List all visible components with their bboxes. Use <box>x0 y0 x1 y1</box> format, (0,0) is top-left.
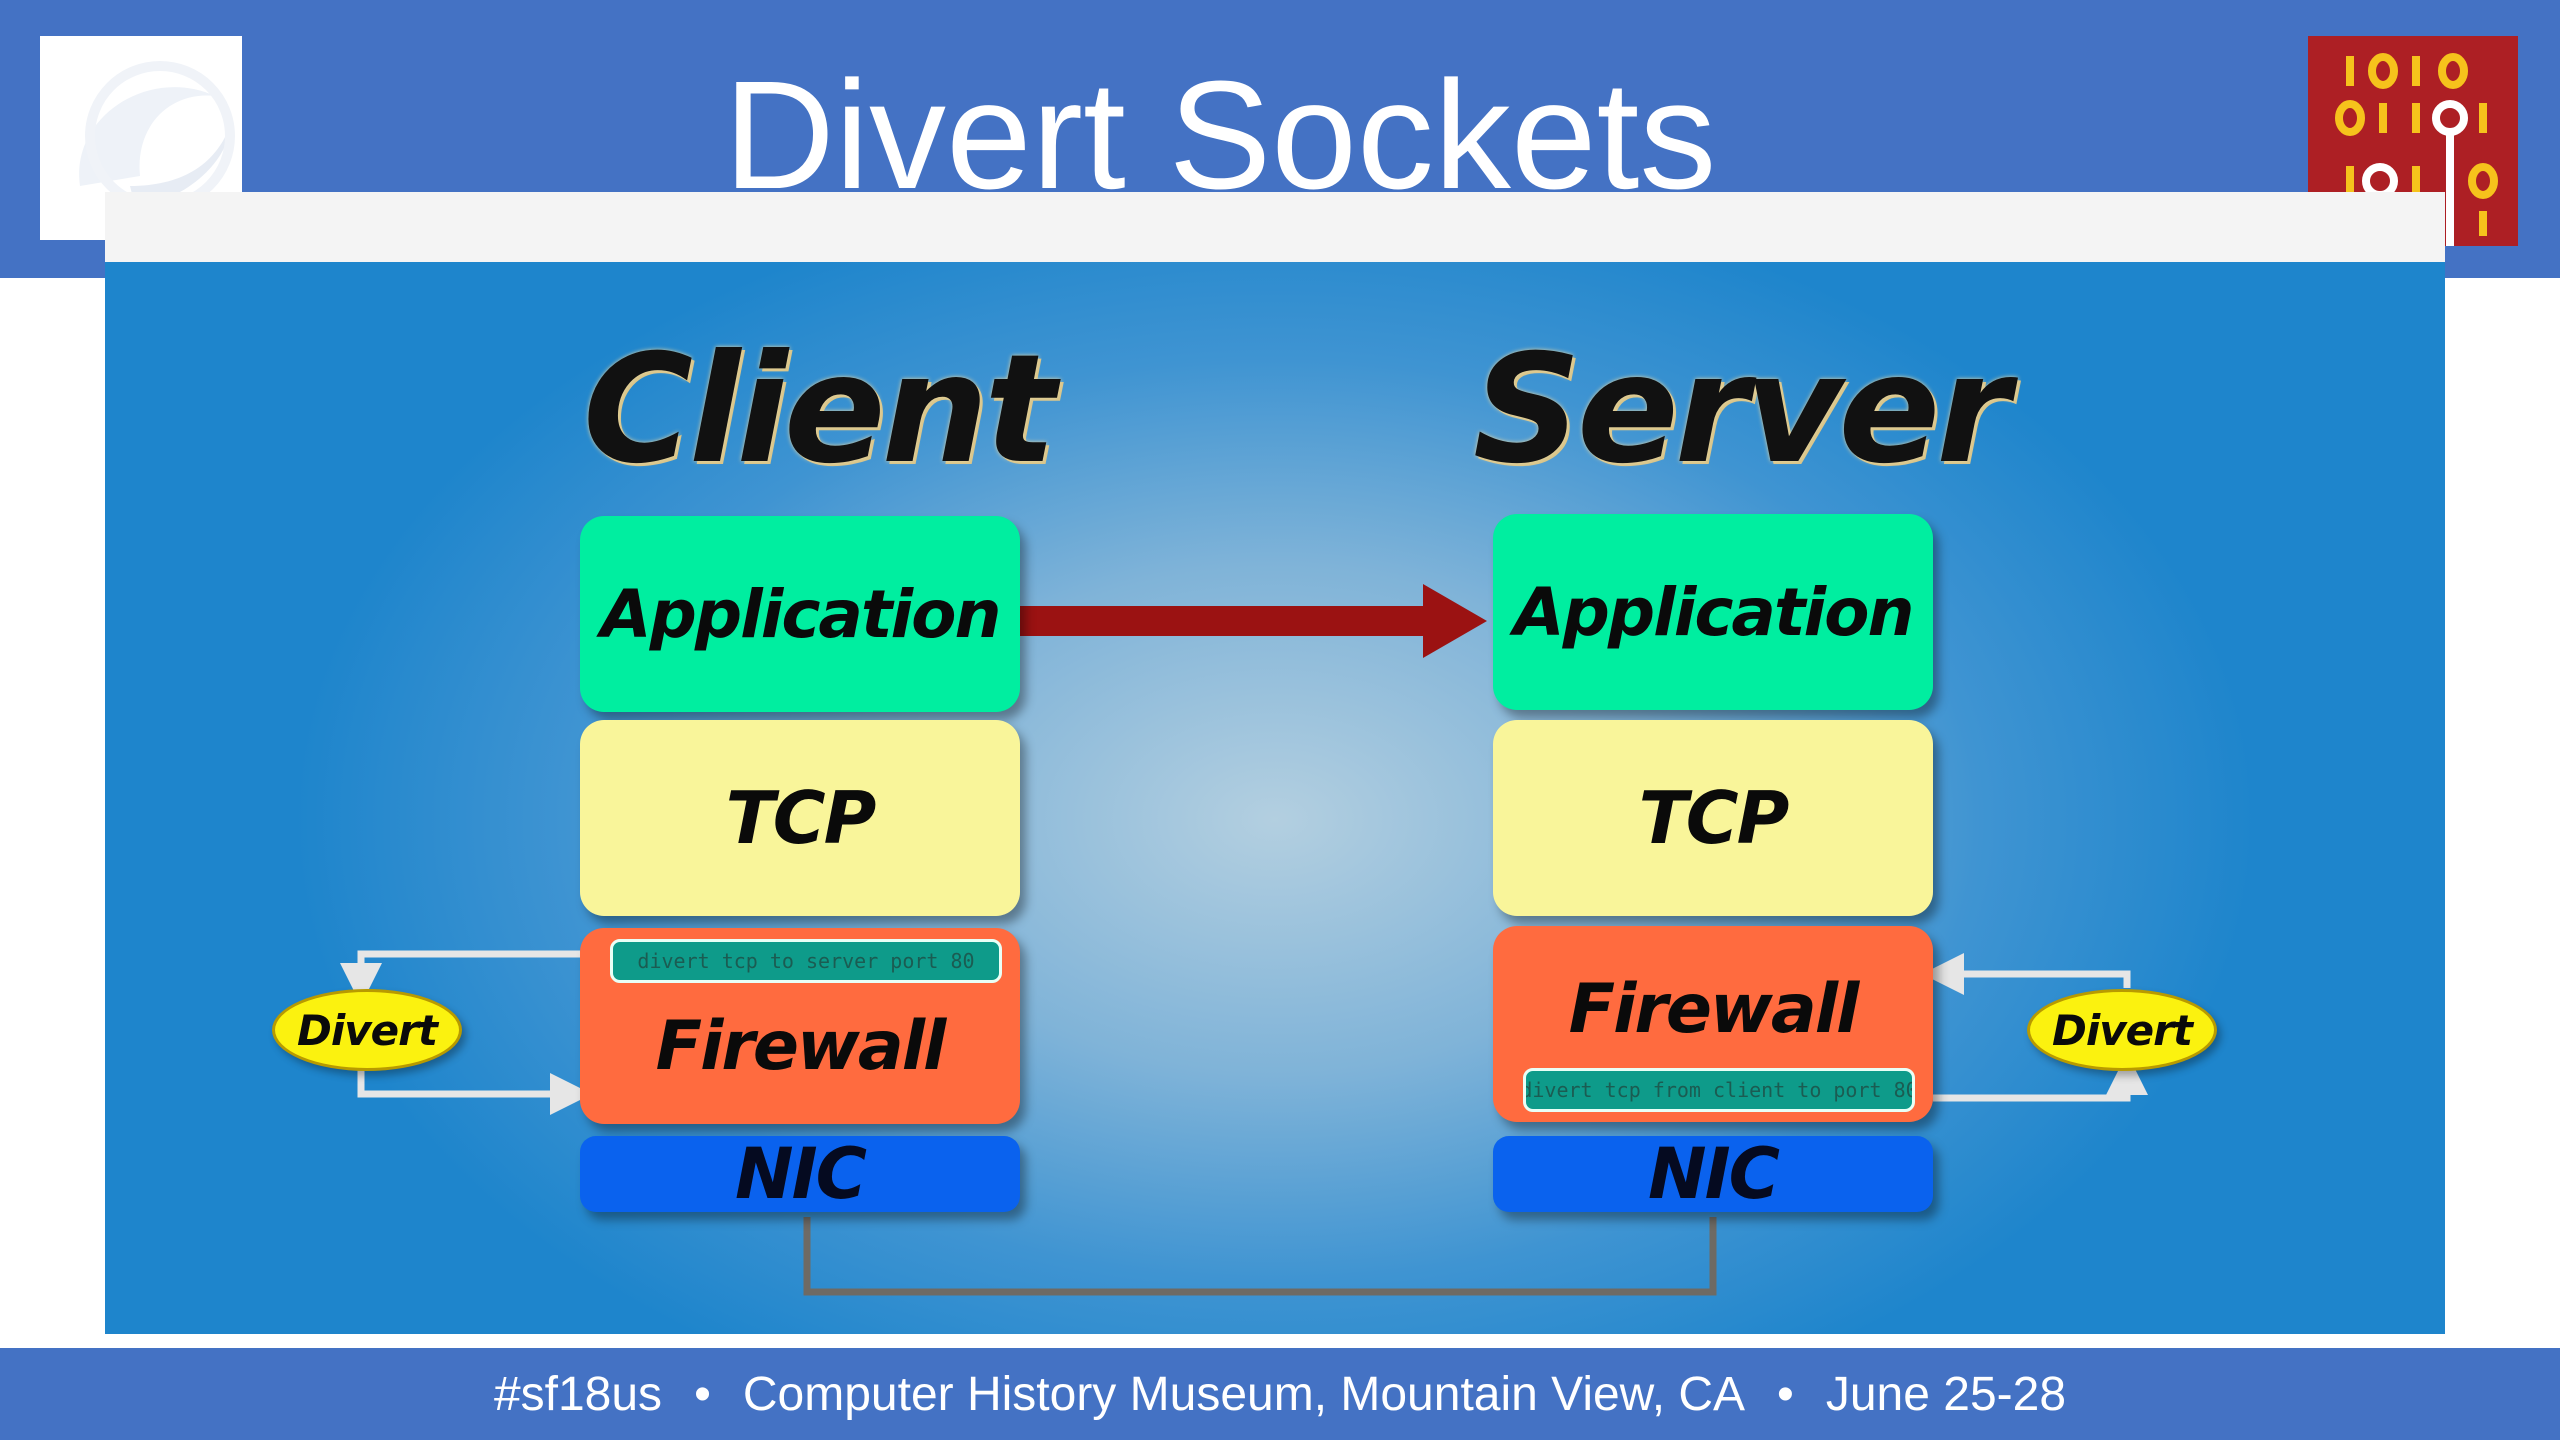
footer-venue: Computer History Museum, Mountain View, … <box>742 1367 1746 1421</box>
client-divert-badge: Divert <box>272 989 462 1071</box>
server-divert-label: Divert <box>2052 1005 2193 1055</box>
client-tcp-layer: TCP <box>580 720 1020 916</box>
client-application-layer: Application <box>580 516 1020 712</box>
client-divert-loop <box>340 950 592 1115</box>
client-application-label: Application <box>600 575 1002 653</box>
diagram-slide: Client Server Application TCP Firewall d… <box>105 262 2445 1334</box>
diagram-connectors <box>340 584 2148 1296</box>
client-tcp-label: TCP <box>725 776 877 860</box>
server-firewall-rule: divert tcp from client to port 80 <box>1523 1068 1915 1112</box>
client-heading: Client <box>583 323 1056 497</box>
client-firewall-rule: divert tcp to server port 80 <box>610 939 1002 983</box>
server-divert-loop <box>1922 953 2148 1102</box>
server-divert-badge: Divert <box>2027 989 2217 1071</box>
client-divert-label: Divert <box>297 1005 438 1055</box>
divert-sockets-diagram: Client Server Application TCP Firewall d… <box>105 262 2445 1334</box>
footer-separator: • <box>1777 1367 1794 1421</box>
server-nic-label: NIC <box>1647 1133 1780 1215</box>
footer-hashtag: #sf18us <box>493 1367 663 1421</box>
network-wire <box>803 1217 1717 1296</box>
client-nic-label: NIC <box>734 1133 867 1215</box>
footer-text: #sf18us • Computer History Museum, Mountai… <box>494 1367 2066 1422</box>
server-heading: Server <box>1473 323 2010 497</box>
footer-bar: #sf18us • Computer History Museum, Mountai… <box>0 1348 2560 1440</box>
server-tcp-label: TCP <box>1638 776 1790 860</box>
client-nic-layer: NIC <box>580 1133 1020 1215</box>
slide-frame-top <box>105 192 2445 262</box>
server-firewall-label: Firewall <box>1568 969 1860 1049</box>
server-tcp-layer: TCP <box>1493 720 1933 916</box>
footer-separator: • <box>694 1367 711 1421</box>
application-arrow <box>1020 584 1487 658</box>
server-application-layer: Application <box>1493 514 1933 710</box>
server-application-label: Application <box>1513 573 1915 651</box>
client-firewall-label: Firewall <box>655 1006 947 1086</box>
footer-dates: June 25-28 <box>1825 1367 2067 1421</box>
server-nic-layer: NIC <box>1493 1133 1933 1215</box>
